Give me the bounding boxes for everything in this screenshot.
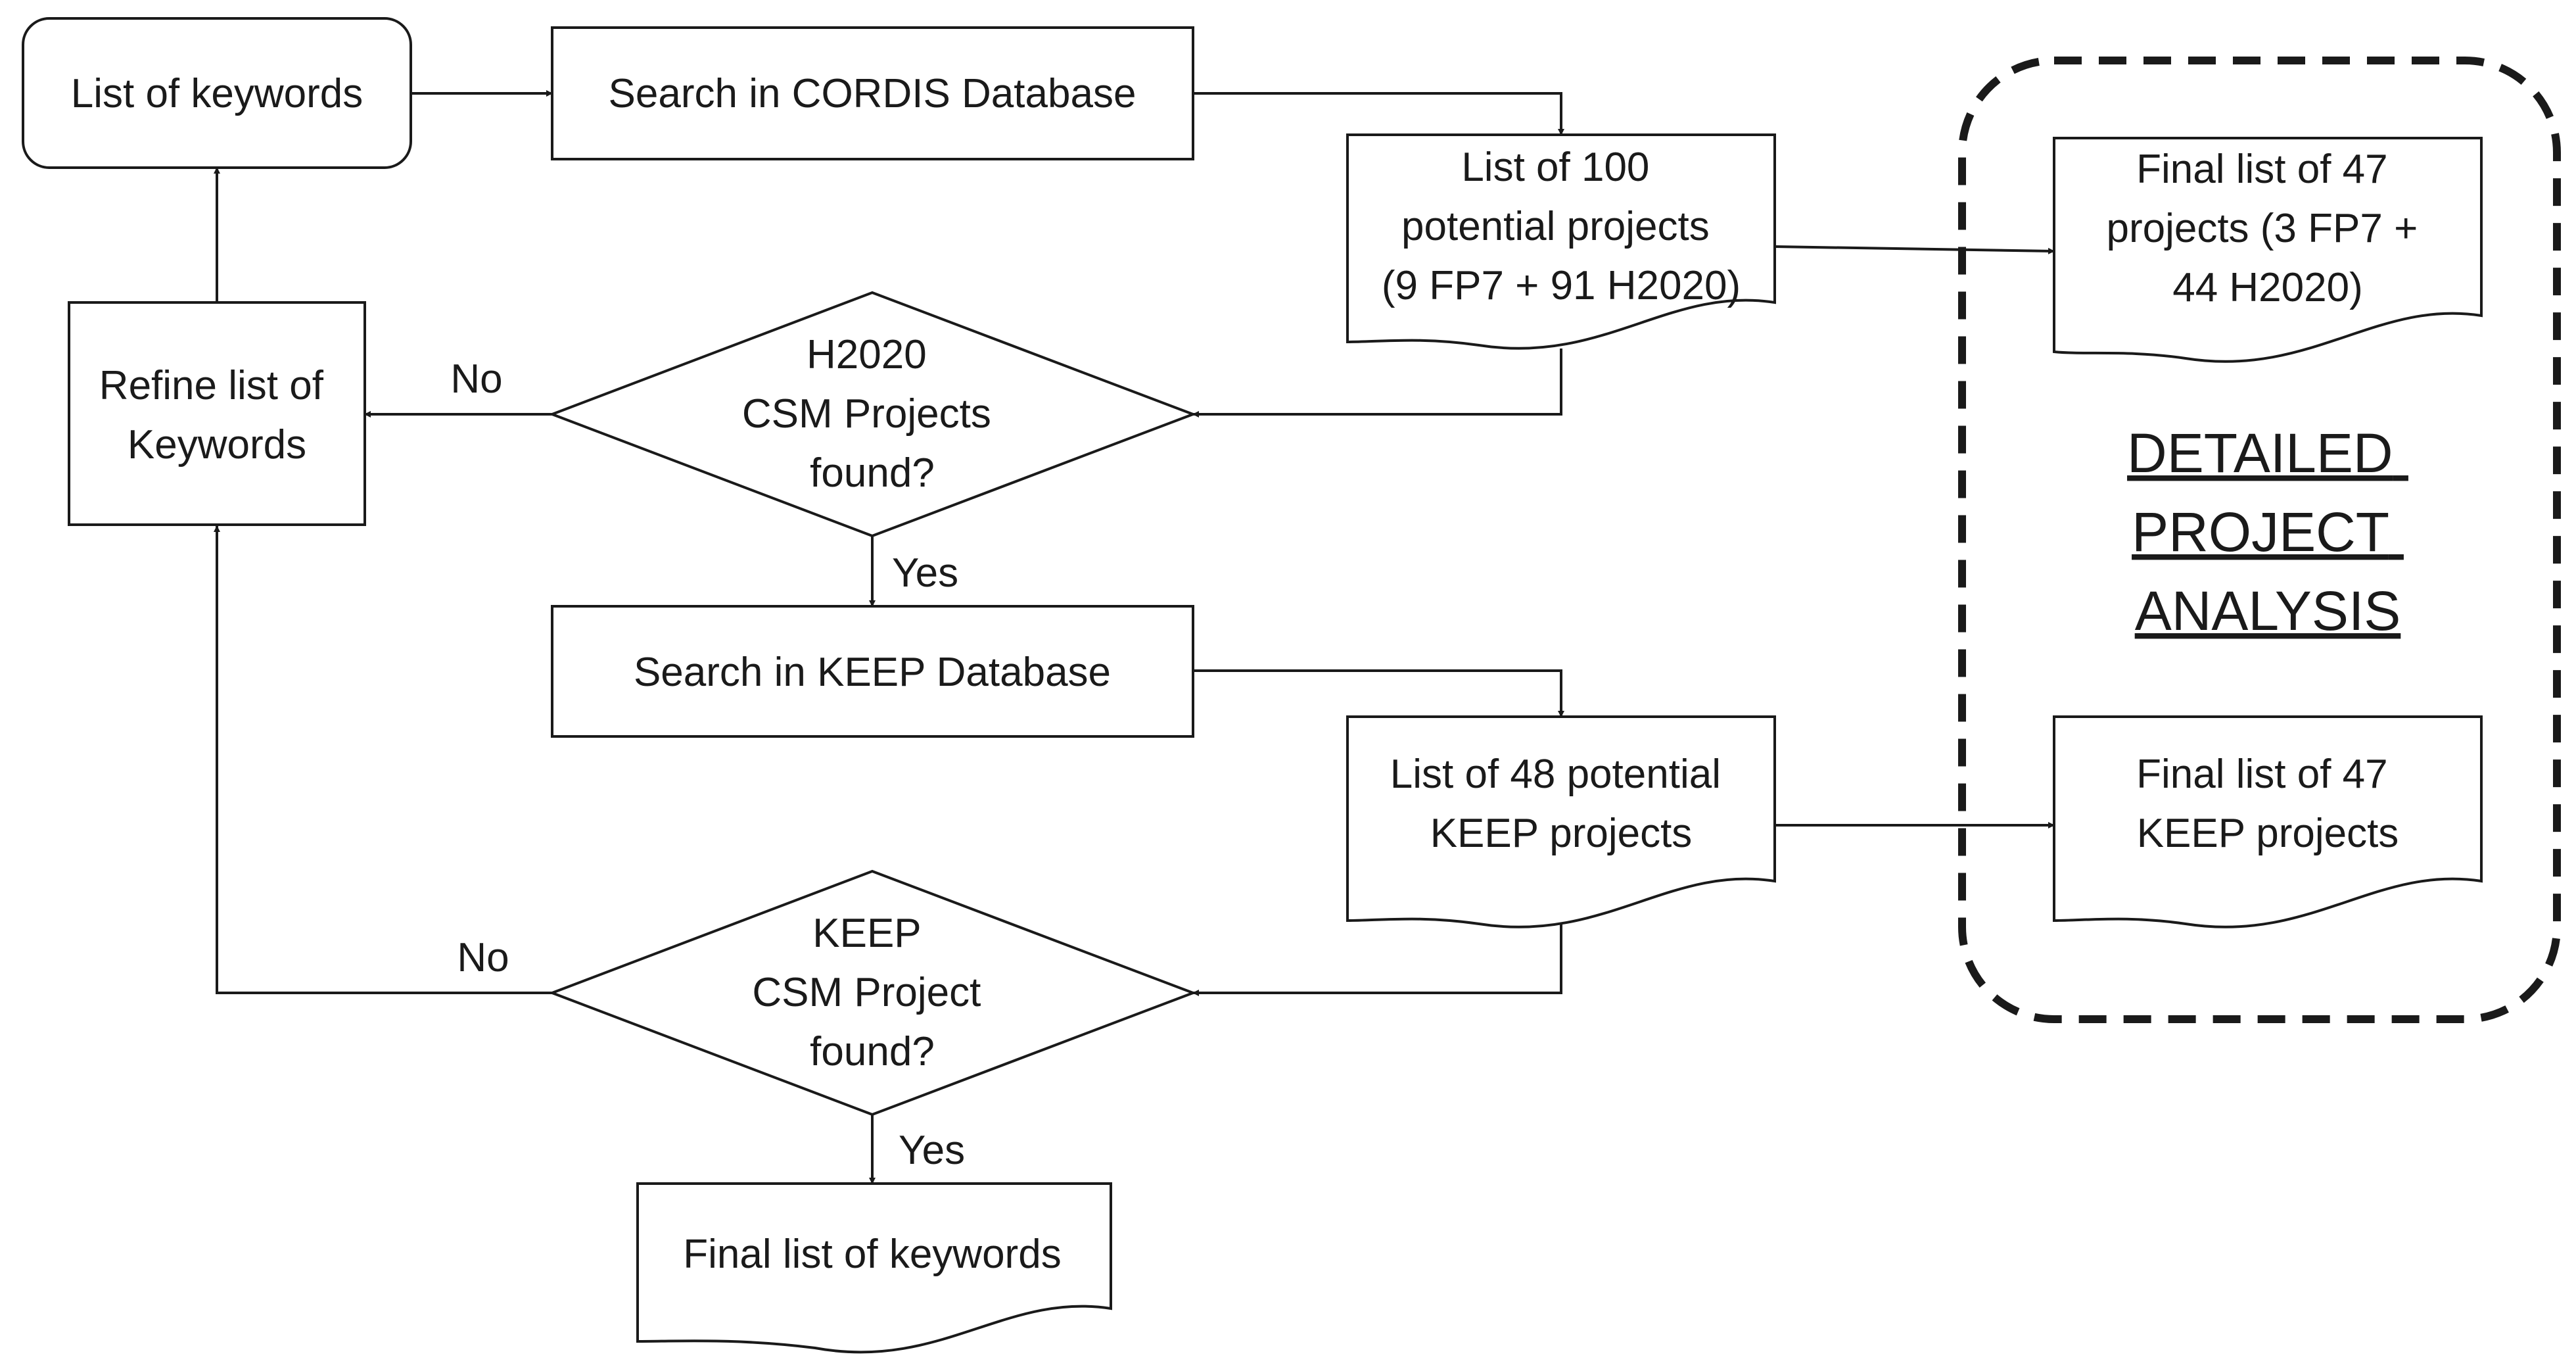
final-47-projects-node (2053, 137, 2483, 363)
edge-cordis-to-list100 (1193, 92, 1564, 135)
refine-keywords-label: Refine list of Keywords (99, 363, 335, 468)
edge-keep-decision-to-refine (214, 525, 552, 994)
detailed-project-analysis-label: DETAILED PROJECT ANALYSIS (2127, 422, 2408, 642)
edge-label-no-keep: No (457, 935, 509, 980)
search-cordis-label: Search in CORDIS Database (609, 71, 1136, 116)
edge-label-no-h2020: No (450, 356, 502, 402)
list-100-projects-node (1346, 133, 1776, 350)
edge-keep-search-to-list48 (1193, 669, 1564, 717)
list-of-keywords-label: List of keywords (71, 71, 363, 116)
h2020-decision-node (548, 291, 1197, 538)
final-47-keep-label: Final list of 47 KEEP projects (2136, 752, 2399, 856)
final-47-projects-label: Final list of 47 projects (3 FP7 + 44 H2… (2106, 147, 2429, 310)
list-of-keywords-node (22, 17, 412, 169)
edge-label-yes-keep: Yes (899, 1128, 965, 1173)
detailed-analysis-region (1958, 57, 2561, 1023)
list-48-projects-node (1346, 715, 1776, 928)
keep-decision-label: KEEP CSM Project found? (752, 911, 992, 1074)
edge-list100-to-h2020 (1192, 348, 1562, 418)
edge-list100-to-final47 (1774, 245, 2055, 254)
edge-label-yes-h2020: Yes (892, 550, 958, 596)
search-cordis-node (551, 26, 1194, 160)
search-keep-label: Search in KEEP Database (634, 650, 1111, 695)
list-100-projects-label: List of 100 potential projects (9 FP7 + … (1382, 145, 1741, 308)
keep-decision-node (548, 869, 1197, 1117)
refine-keywords-node (68, 301, 366, 526)
list-48-projects-label: List of 48 potential KEEP projects (1390, 752, 1732, 856)
edge-list48-to-keep-decision (1192, 924, 1562, 996)
final-keywords-node (636, 1182, 1112, 1354)
final-keywords-label: Final list of keywords (683, 1232, 1061, 1277)
final-47-keep-node (2053, 715, 2483, 928)
h2020-decision-label: H2020 CSM Projects found? (742, 332, 1002, 496)
search-keep-node (551, 605, 1194, 738)
